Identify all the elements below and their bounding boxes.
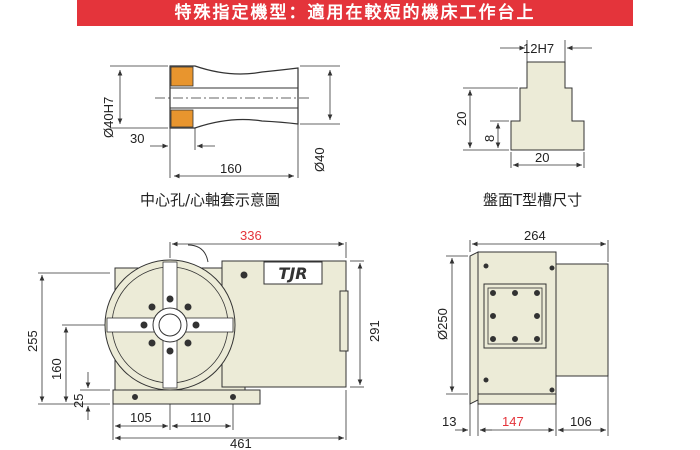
dim-base-height: 25 xyxy=(71,394,86,408)
dim-hole-length: 160 xyxy=(220,161,242,176)
dim-front-length: 461 xyxy=(230,436,252,450)
dim-center-height: 160 xyxy=(49,358,64,380)
t-slot-diagram xyxy=(463,40,592,168)
tjr-logo-plate xyxy=(263,261,323,285)
dim-side-right: 106 xyxy=(570,414,592,429)
side-view xyxy=(469,251,609,405)
dim-hole-step: 30 xyxy=(130,131,144,146)
center-hole-diagram xyxy=(110,65,340,178)
sleeve-insert-top xyxy=(170,66,194,87)
dim-hole-bore: Ø40H7 xyxy=(101,97,116,138)
front-view xyxy=(104,244,349,405)
caption-t-slot: 盤面T型槽尺寸 xyxy=(483,191,582,209)
dim-bolt-b: 110 xyxy=(190,410,211,425)
title-banner: 特殊指定機型：適用在較短的機床工作台上 xyxy=(77,0,633,26)
dim-slot-depth: 20 xyxy=(454,112,469,126)
center-hole-dimensions xyxy=(117,70,333,179)
caption-center-hole: 中心孔/心軸套示意圖 xyxy=(140,191,280,209)
dim-hole-od: Ø40 xyxy=(312,147,327,172)
side-view-dimensions xyxy=(446,240,609,436)
front-view-dimensions xyxy=(38,241,364,441)
dim-front-width: 336 xyxy=(240,228,262,243)
dim-side-width: 264 xyxy=(524,228,546,243)
dim-bolt-a: 105 xyxy=(130,410,152,425)
dim-slot-neck: 8 xyxy=(482,135,497,142)
dim-front-height: 255 xyxy=(25,330,40,352)
tjr-logo: TJR xyxy=(278,264,307,283)
dim-side-left: 13 xyxy=(442,414,456,429)
sleeve-insert-bottom xyxy=(170,109,194,128)
dim-side-dia: Ø250 xyxy=(435,308,450,340)
dim-side-mid: 147 xyxy=(502,414,524,429)
dim-motor-height: 291 xyxy=(367,320,382,342)
dim-slot-width-top: 12H7 xyxy=(523,41,554,56)
dim-slot-width-bottom: 20 xyxy=(535,150,549,165)
